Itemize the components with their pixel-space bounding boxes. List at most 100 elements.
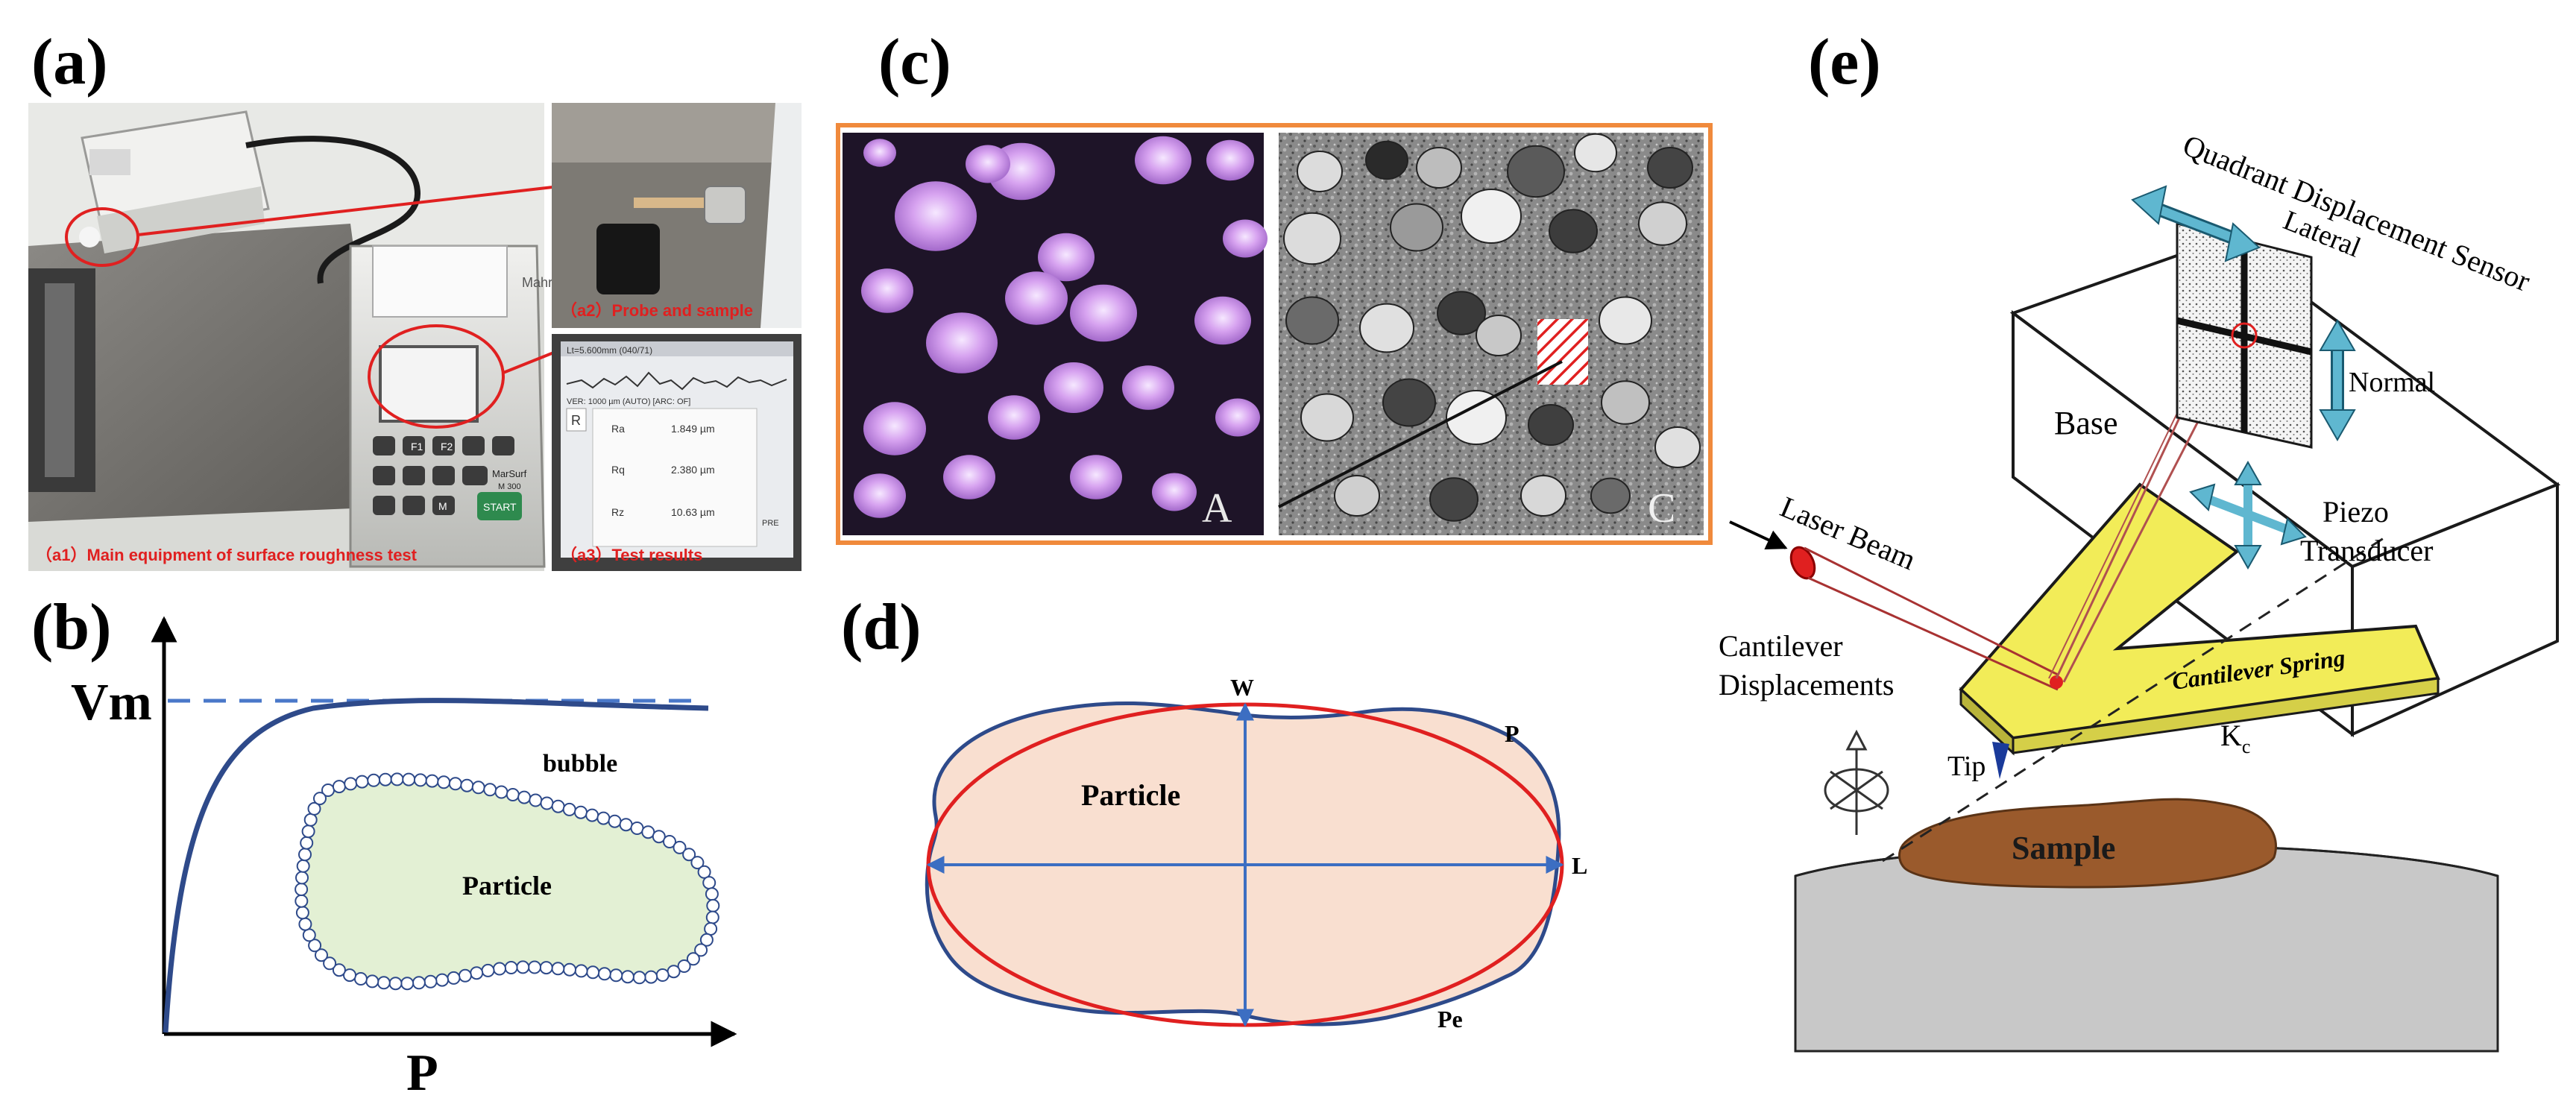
probe-callout-circle [65, 207, 139, 267]
crystal-particle [1215, 398, 1260, 437]
roughness-profile-trace [566, 371, 787, 391]
crystal-particle [1070, 284, 1137, 342]
panel-d-label: (d) [841, 591, 922, 663]
bubble [296, 859, 310, 873]
bubble [298, 917, 312, 931]
bubble [425, 774, 439, 788]
bubble [412, 976, 426, 990]
sem-grain [1390, 203, 1443, 252]
bubble [367, 773, 381, 787]
bubble [448, 777, 462, 791]
sample-label: Sample [2012, 830, 2115, 866]
screen-callout-circle [368, 324, 505, 429]
probe-callout-line [137, 185, 560, 236]
bubble [517, 790, 532, 804]
crystal-particle [1152, 473, 1197, 511]
bubble [690, 856, 705, 870]
y-axis-label: Vm [71, 674, 152, 731]
key-f1-label: F1 [411, 441, 423, 453]
bubble [481, 963, 495, 977]
bubble [313, 792, 327, 806]
piezo-label-1: Piezo [2323, 495, 2389, 529]
bubble [377, 976, 391, 990]
bubble [608, 814, 622, 828]
lateral-arrow-icon [2131, 185, 2261, 262]
sem-grain [1283, 212, 1341, 265]
bubble [694, 943, 708, 957]
sem-grain [1437, 291, 1486, 335]
bubble [619, 818, 633, 832]
keypad-brand-text: MarSurf [492, 468, 527, 479]
screen-row-2-value: 2.380 µm [671, 464, 715, 476]
l-label: L [1572, 852, 1587, 879]
laser-arrow [1729, 520, 1788, 550]
bubble [423, 974, 438, 989]
bubble [563, 962, 576, 977]
piezo-label-2: Transducer [2300, 534, 2434, 567]
bubble [307, 801, 321, 816]
panel-e-label: (e) [1808, 26, 1881, 98]
bubble [551, 962, 565, 976]
screen-pre-button: PRE [762, 519, 779, 528]
bubble [402, 772, 416, 786]
panel-e: (e) Sample Base Cantilever Spring Tip Kc [1719, 26, 2561, 1053]
bubble [413, 773, 427, 787]
bubble [574, 964, 588, 978]
bubble [300, 836, 314, 850]
tip-marker [1992, 742, 2009, 779]
bubble [596, 811, 611, 825]
piezo-arrow-icon [2189, 460, 2307, 570]
bubble [470, 966, 484, 980]
base-label: Base [2054, 405, 2118, 441]
sem-grain [1638, 201, 1687, 246]
bubble [655, 968, 670, 982]
micrograph-tag-a: A [1202, 485, 1232, 532]
bubble [458, 968, 472, 983]
bubble [460, 778, 474, 792]
keypad-buttons [373, 436, 514, 515]
bubble [447, 971, 461, 985]
screen-row-3-value: 10.63 µm [671, 506, 715, 518]
keypad-model-text: M 300 [498, 482, 521, 491]
bubble [609, 968, 623, 983]
bubble [302, 928, 316, 942]
sem-grain [1382, 378, 1436, 427]
bubble [400, 977, 415, 991]
roughness-tester-device: Mahr F1 F2 M [349, 245, 552, 568]
particle-label-d: Particle [1081, 778, 1180, 812]
bubble [705, 910, 719, 924]
bubble [597, 967, 611, 981]
caption-a2: （a2）Probe and sample [561, 301, 753, 320]
bubble [540, 796, 554, 810]
bubble [682, 848, 696, 862]
bubble [301, 824, 315, 839]
panel-c: (c) A C [836, 26, 1713, 545]
crystal-particle [943, 455, 995, 499]
bubble [353, 972, 368, 986]
screen-vertical-text: VER: 1000 µm (AUTO) [ARC: OF] [567, 397, 690, 406]
screen-row-1-name: Ra [611, 423, 625, 435]
bubble [529, 793, 543, 807]
bubble [667, 965, 681, 979]
key-f2-label: F2 [441, 441, 453, 453]
sem-grain [1476, 315, 1522, 356]
crystal-particle [1135, 136, 1191, 185]
bubble [437, 775, 451, 789]
sem-grain [1297, 151, 1343, 192]
start-key-label: START [483, 501, 517, 513]
sem-grain [1601, 380, 1650, 425]
bubble [295, 883, 309, 896]
crystal-particle [1038, 233, 1095, 282]
crystal-particle [1206, 139, 1254, 181]
sem-grain [1285, 296, 1339, 345]
bubble [663, 835, 676, 848]
drive-unit [81, 110, 270, 253]
bubble [343, 968, 356, 983]
photo-test-results: Lt=5.600mm (040/71) VER: 1000 µm (AUTO) … [552, 334, 802, 571]
sem-grain [1334, 475, 1380, 517]
displacement-axis [1882, 535, 2387, 863]
bubble [673, 840, 687, 854]
bubble [706, 898, 720, 912]
normal-label: Normal [2349, 367, 2435, 398]
rotation-arrows-icon [1824, 729, 1889, 835]
